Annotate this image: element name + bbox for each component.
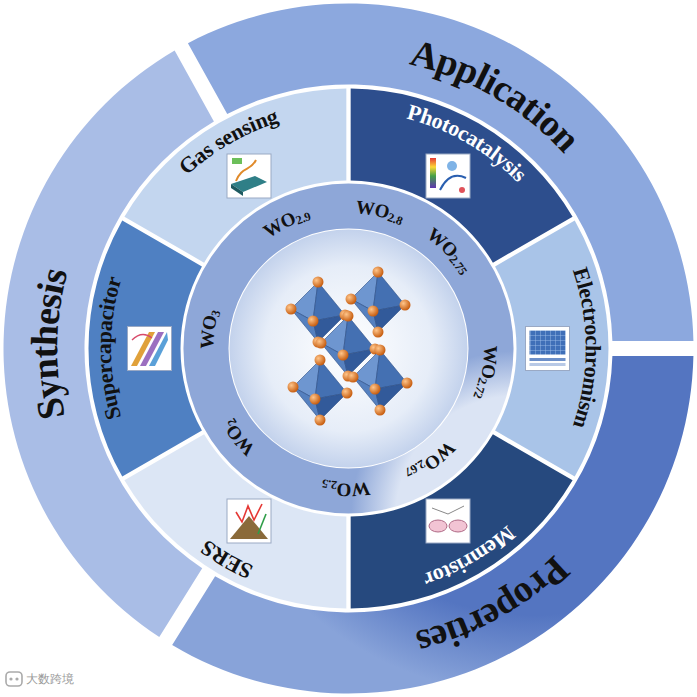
glyph: n <box>25 357 64 381</box>
glyph: o <box>580 324 603 337</box>
memristor-thumbnail <box>426 499 470 543</box>
thumb-frame <box>128 327 172 371</box>
thumb-frame <box>526 327 570 371</box>
glyph: c <box>94 354 116 365</box>
logo-dot <box>15 677 18 680</box>
thumb-frame <box>227 499 271 543</box>
thumb-frame <box>426 499 470 543</box>
photocatalysis-thumbnail <box>426 154 470 198</box>
sector-title: Supercapacitor <box>93 274 125 422</box>
synapse <box>429 520 447 532</box>
octahedron <box>288 355 353 426</box>
stripe <box>140 332 164 366</box>
logo-dot <box>9 677 12 680</box>
glyph: a <box>93 344 115 355</box>
sector-title: SERS <box>197 536 256 582</box>
film-layer <box>530 358 566 361</box>
ring-title: Synthesis <box>25 264 73 423</box>
stripe <box>149 332 168 366</box>
glyph: a <box>94 319 117 332</box>
film-layer <box>530 363 566 366</box>
formula-text: WO2.9 <box>260 208 312 241</box>
glyph: c <box>581 335 603 345</box>
formula-text: WO2 <box>222 416 258 459</box>
spectrum-bar <box>430 158 436 188</box>
core-disk <box>230 230 468 468</box>
sensor-side <box>231 184 243 196</box>
ring-segment-fill <box>183 183 513 513</box>
node-shape <box>181 181 516 516</box>
glyph: h <box>25 323 64 346</box>
crystal-structure <box>286 267 413 426</box>
glyph: W <box>351 480 372 501</box>
formula-text: WO2.75 <box>424 224 469 277</box>
particle <box>459 187 465 193</box>
watermark: 大数跨境 <box>26 671 74 688</box>
sensor-slab <box>231 176 267 192</box>
neuron-link <box>432 506 464 514</box>
electrochromism-thumbnail <box>526 327 570 371</box>
gas-sensing-thumbnail <box>227 154 271 198</box>
ring-title: Application <box>407 33 587 158</box>
formula-text: WO2.67 <box>403 438 459 478</box>
sector-title: Photocatalysis <box>405 101 531 186</box>
electrode-grid <box>530 331 566 355</box>
formula-text: WO2.8 <box>355 197 404 228</box>
glyph: W <box>480 345 500 365</box>
thumb-frame <box>227 154 271 198</box>
glyph: t <box>25 345 63 358</box>
stripe <box>131 332 155 366</box>
supercapacitor-thumbnail <box>128 327 172 371</box>
glyph: W <box>197 329 217 349</box>
raman-signal <box>236 504 262 522</box>
particle <box>447 161 457 171</box>
cv-curve <box>132 334 152 340</box>
watermark-logo <box>6 672 22 686</box>
logo-frame <box>6 672 22 686</box>
sector-title: Gas sensing <box>175 105 281 179</box>
sector-title: Electrochromism <box>569 265 604 431</box>
formula-text: WO2.72 <box>471 345 501 400</box>
glyph: h <box>581 345 603 358</box>
sers-thumbnail <box>227 499 271 543</box>
thumb-frame <box>426 154 470 198</box>
ring-segment-fill <box>3 51 213 637</box>
electrode <box>232 158 242 164</box>
laser-beam <box>258 514 266 534</box>
formula-ring: WO3 WO2.9 WO2.8WO2.75WO2.72WO2.67WO2.5 WO2 <box>181 181 516 516</box>
formula-text: WO3 <box>197 309 223 349</box>
nanowire <box>236 160 256 181</box>
glyph: O <box>337 481 352 500</box>
formula-text: WO2.5 <box>321 477 371 500</box>
octahedron <box>348 345 413 416</box>
energy-curve <box>440 176 466 190</box>
glyph: p <box>93 331 116 344</box>
substrate-mound <box>230 516 268 539</box>
synapse <box>449 520 467 532</box>
sector-title: Memristor <box>421 522 519 591</box>
